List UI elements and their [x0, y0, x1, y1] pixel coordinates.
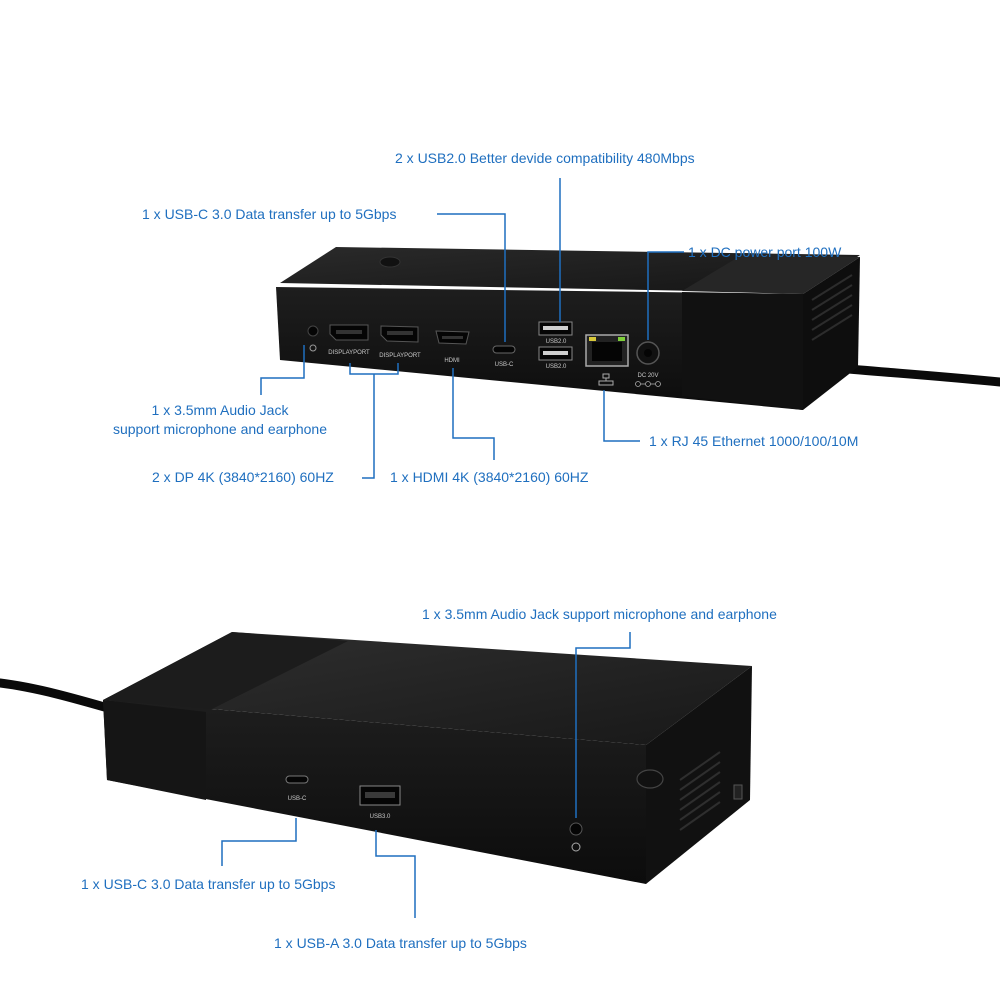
front-usb-c-port [285, 775, 309, 784]
power-button-icon-front [636, 769, 664, 789]
callout-audio-top: 1 x 3.5mm Audio Jack support microphone … [90, 401, 350, 439]
front-usb3-port [359, 785, 401, 806]
callout-usb-c-bottom: 1 x USB-C 3.0 Data transfer up to 5Gbps [81, 876, 336, 892]
dock-front-view: USB-C USB3.0 [0, 632, 752, 884]
displayport-port-2 [380, 325, 419, 343]
dock-rear-view: DISPLAYPORT DISPLAYPORT HDMI USB-C USB2.… [276, 247, 1000, 410]
callout-lines-bottom [221, 632, 631, 918]
callout-lines-top [260, 178, 684, 479]
displayport-1-label: DISPLAYPORT [328, 350, 370, 356]
callout-audio-line1: 1 x 3.5mm Audio Jack [151, 402, 289, 418]
callout-audio-bottom: 1 x 3.5mm Audio Jack support microphone … [422, 606, 777, 622]
power-cable [833, 363, 1000, 387]
hdmi-label: HDMI [444, 358, 460, 364]
front-usb3-label: USB3.0 [370, 814, 391, 820]
power-button-icon [379, 256, 401, 268]
network-icon [598, 373, 614, 386]
audio-jack-port [307, 325, 319, 337]
headset-icon [309, 344, 317, 352]
dc-label: DC 20V [637, 373, 658, 379]
callout-hdmi: 1 x HDMI 4K (3840*2160) 60HZ [390, 469, 589, 485]
callout-usb2: 2 x USB2.0 Better devide compatibility 4… [395, 150, 695, 166]
front-headset-icon [571, 842, 581, 852]
callout-dp: 2 x DP 4K (3840*2160) 60HZ [152, 469, 334, 485]
callout-usb-c-top: 1 x USB-C 3.0 Data transfer up to 5Gbps [142, 206, 397, 222]
usb2-top-label: USB2.0 [546, 339, 567, 345]
callout-usb-a-bottom: 1 x USB-A 3.0 Data transfer up to 5Gbps [274, 935, 527, 951]
callout-rj45: 1 x RJ 45 Ethernet 1000/100/10M [649, 433, 859, 449]
hdmi-port [435, 330, 470, 345]
usb-c-label: USB-C [495, 362, 514, 368]
usb-c-port [492, 345, 516, 354]
usb2-bottom-label: USB2.0 [546, 364, 567, 370]
callout-dc-power: 1 x DC power port 100W [688, 244, 842, 260]
dc-polarity-icon [635, 381, 661, 387]
front-audio-jack-port [569, 822, 583, 836]
rj45-ethernet-port [585, 334, 629, 367]
lock-slot [733, 784, 743, 800]
displayport-port-1 [329, 324, 369, 341]
front-usb-c-label: USB-C [288, 796, 307, 802]
displayport-2-label: DISPLAYPORT [379, 353, 421, 359]
callout-audio-line2: support microphone and earphone [112, 421, 328, 437]
